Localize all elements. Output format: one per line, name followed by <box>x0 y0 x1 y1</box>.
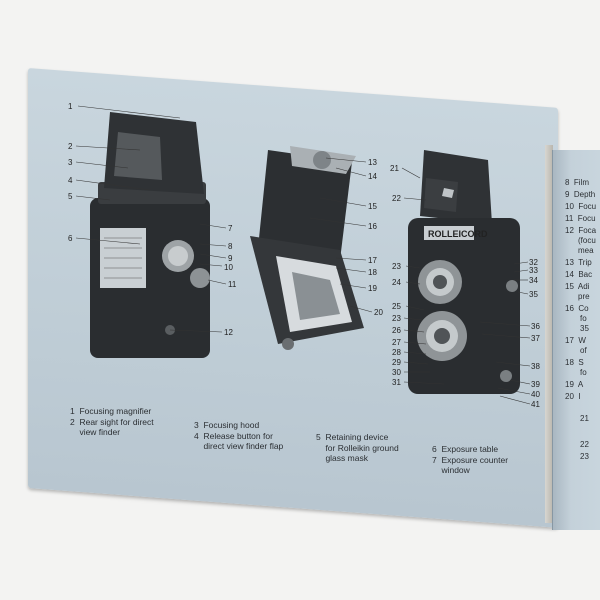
callout-15: 15 <box>368 202 377 211</box>
index-line: 18 S <box>565 358 584 367</box>
index-line: 9 Depth <box>565 190 596 199</box>
callout-10: 10 <box>224 263 233 272</box>
index-line: 12 Foca <box>565 226 597 235</box>
index-line: 15 Adi <box>565 282 590 291</box>
callout-28: 28 <box>392 348 401 357</box>
index-line: 13 Trip <box>565 258 592 267</box>
caption-block-1: 1 Focusing magnifier 2 Rear sight for di… <box>70 406 154 437</box>
callout-13: 13 <box>368 158 377 167</box>
callout-23: 23 <box>392 262 401 271</box>
callout-40: 40 <box>531 390 540 399</box>
callout-35: 35 <box>529 290 538 299</box>
caption-block-2: 3 Focusing hood 4 Release button for dir… <box>194 420 284 451</box>
callout-11: 11 <box>228 280 237 289</box>
callout-38: 38 <box>531 362 540 371</box>
index-line: 8 Film <box>565 178 589 187</box>
index-line: fo <box>580 368 587 377</box>
callout-16: 16 <box>368 222 377 231</box>
index-line: 23 <box>580 452 589 461</box>
callout-8: 8 <box>228 242 233 251</box>
callout-31: 31 <box>392 378 401 387</box>
callout-41: 41 <box>531 400 540 409</box>
index-line: 14 Bac <box>565 270 593 279</box>
callout-1: 1 <box>68 102 73 111</box>
right-page <box>552 150 600 530</box>
camera-open-back-illustration <box>250 146 364 350</box>
index-line: 35 <box>580 324 589 333</box>
index-line: 20 I <box>565 392 581 401</box>
index-line: pre <box>578 292 590 301</box>
index-line: 17 W <box>565 336 586 345</box>
callout-22: 22 <box>392 194 401 203</box>
callout-18: 18 <box>368 268 377 277</box>
page-gutter <box>545 145 553 523</box>
index-line: fo <box>580 314 587 323</box>
callout-9: 9 <box>228 254 233 263</box>
callout-5: 5 <box>68 192 73 201</box>
callout-6: 6 <box>68 234 73 243</box>
callout-14: 14 <box>368 172 377 181</box>
callout-numbers: 1 2 3 4 5 6 7 8 9 10 11 12 13 14 15 16 1… <box>68 102 540 409</box>
index-line: 19 A <box>565 380 584 389</box>
callout-23b: 23 <box>392 314 401 323</box>
callout-7: 7 <box>228 224 233 233</box>
brand-plate: ROLLEICORD <box>428 229 488 239</box>
callout-4: 4 <box>68 176 73 185</box>
index-line: 10 Focu <box>565 202 597 211</box>
callout-25: 25 <box>392 302 401 311</box>
callout-27: 27 <box>392 338 401 347</box>
callout-37: 37 <box>531 334 540 343</box>
callout-24: 24 <box>392 278 401 287</box>
index-line: (focu <box>578 236 596 245</box>
caption-block-4: 6 Exposure table 7 Exposure counter wind… <box>432 444 509 475</box>
callout-26: 26 <box>392 326 401 335</box>
index-line: 21 <box>580 414 589 423</box>
callout-21: 21 <box>390 164 399 173</box>
callout-32: 32 <box>529 258 538 267</box>
callout-19: 19 <box>368 284 377 293</box>
callout-2: 2 <box>68 142 73 151</box>
camera-front-left-illustration <box>90 112 210 358</box>
callout-33: 33 <box>529 266 538 275</box>
callout-20: 20 <box>374 308 383 317</box>
callout-34: 34 <box>529 276 538 285</box>
callout-36: 36 <box>531 322 540 331</box>
index-line: 22 <box>580 440 589 449</box>
callout-30: 30 <box>392 368 401 377</box>
callout-39: 39 <box>531 380 540 389</box>
index-line: of <box>580 346 587 355</box>
callout-12: 12 <box>224 328 233 337</box>
camera-front-illustration: ROLLEICORD <box>408 150 520 394</box>
callout-29: 29 <box>392 358 401 367</box>
index-line: mea <box>578 246 594 255</box>
index-line: 11 Focu <box>565 214 596 223</box>
leader-lines <box>75 105 531 405</box>
callout-17: 17 <box>368 256 377 265</box>
caption-block-3: 5 Retaining device for Rolleikin ground … <box>316 432 399 463</box>
index-line: 16 Co <box>565 304 589 313</box>
callout-3: 3 <box>68 158 73 167</box>
